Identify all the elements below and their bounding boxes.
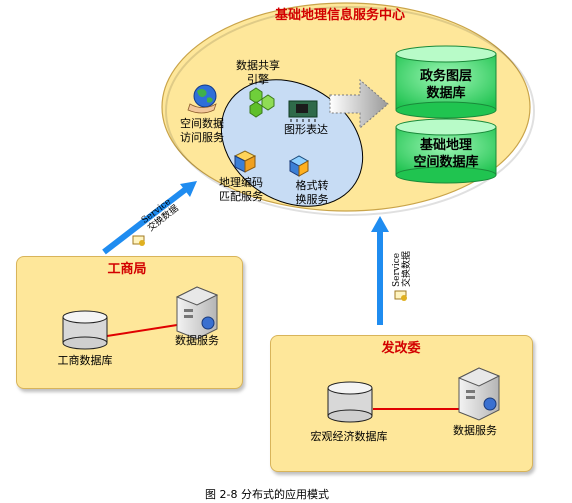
gongshang-server-label: 数据服务 bbox=[175, 334, 219, 347]
gov-layer-db-label: 政务图层 数据库 bbox=[419, 69, 472, 101]
cube-icon bbox=[288, 155, 310, 177]
center-title: 基础地理信息服务中心 bbox=[274, 8, 405, 23]
fagai-server-label: 数据服务 bbox=[453, 424, 497, 437]
database-icon bbox=[62, 310, 108, 350]
share-engine-label: 数据共享 引擎 bbox=[236, 59, 280, 86]
figure-caption: 图 2-8 分布式的应用模式 bbox=[205, 488, 329, 501]
globe-icon bbox=[187, 84, 217, 114]
fagai-diagram bbox=[327, 367, 501, 423]
database-icon bbox=[395, 118, 497, 184]
database-icon bbox=[395, 45, 497, 119]
base-geo-db-label: 基础地理 空间数据库 bbox=[413, 138, 479, 170]
fagai-db-label: 宏观经济数据库 bbox=[310, 430, 388, 443]
gongshang-diagram bbox=[62, 286, 219, 350]
format-convert-label: 格式转 换服务 bbox=[295, 179, 329, 206]
right-arrow-label: Service 交换数据 bbox=[392, 250, 412, 287]
document-icon bbox=[132, 235, 145, 246]
hexagon-cluster-icon bbox=[249, 87, 275, 118]
gongshang-title: 工商局 bbox=[107, 262, 147, 277]
circuit-board-icon bbox=[288, 100, 318, 122]
document-icon bbox=[394, 290, 407, 301]
server-icon bbox=[457, 367, 501, 421]
service-exchange-arrow-right bbox=[371, 216, 389, 325]
fagai-title: 发改委 bbox=[381, 341, 421, 356]
fagai-panel: 发改委 宏观经济数据库 数据服务 bbox=[270, 335, 533, 472]
flow-arrow-icon bbox=[329, 78, 389, 130]
gongshang-db-label: 工商数据库 bbox=[57, 354, 113, 367]
spatial-access-label: 空间数据 访问服务 bbox=[180, 117, 224, 144]
gongshang-panel: 工商局 工商数据库 数据服务 bbox=[16, 256, 243, 389]
database-icon bbox=[327, 381, 373, 423]
geocode-label: 地理编码 匹配服务 bbox=[219, 176, 263, 203]
cube-icon bbox=[233, 150, 257, 173]
server-icon bbox=[175, 286, 219, 340]
graphic-render-label: 图形表达 bbox=[284, 123, 328, 136]
service-exchange-arrow-left bbox=[102, 181, 197, 255]
